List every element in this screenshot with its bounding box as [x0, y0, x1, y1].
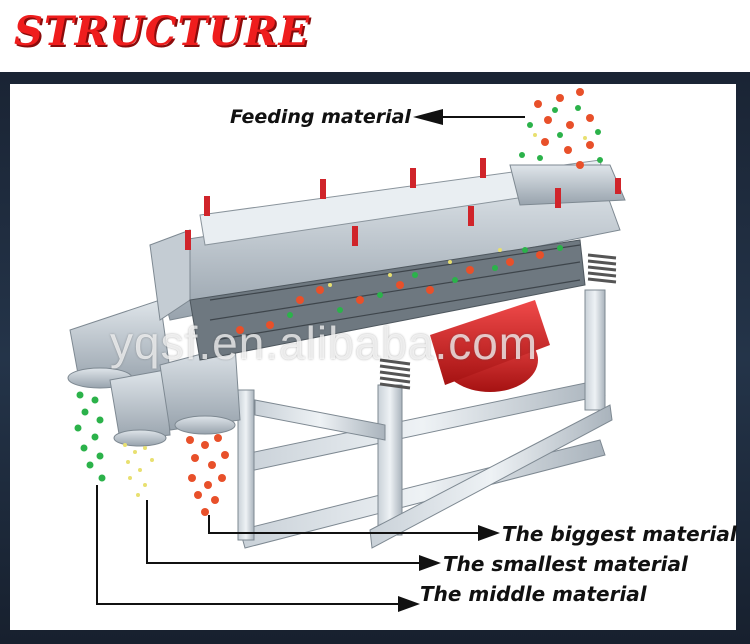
- vibration-motor: [430, 300, 550, 392]
- clamps: [185, 158, 621, 250]
- particles-on-screen: [236, 245, 563, 334]
- label-middle-material: The middle material: [420, 582, 647, 606]
- springs: [379, 253, 617, 390]
- discharge-particles-middle: [74, 391, 106, 482]
- feed-particles: [519, 88, 603, 169]
- arrowheads: [398, 109, 500, 612]
- label-feeding-material: Feeding material: [230, 106, 411, 128]
- discharge-particles-smallest: [123, 443, 154, 497]
- label-biggest-material: The biggest material: [502, 522, 737, 546]
- callout-lines: [96, 116, 525, 605]
- page-title: STRUCTURE: [14, 8, 310, 55]
- discharge-outlets: [67, 299, 241, 447]
- discharge-particles-biggest: [186, 434, 229, 516]
- header-band: STRUCTURE: [0, 0, 750, 72]
- sieve-body: [149, 159, 626, 361]
- watermark-text: yqsf.en.alibaba.com: [110, 317, 539, 369]
- label-smallest-material: The smallest material: [443, 552, 688, 576]
